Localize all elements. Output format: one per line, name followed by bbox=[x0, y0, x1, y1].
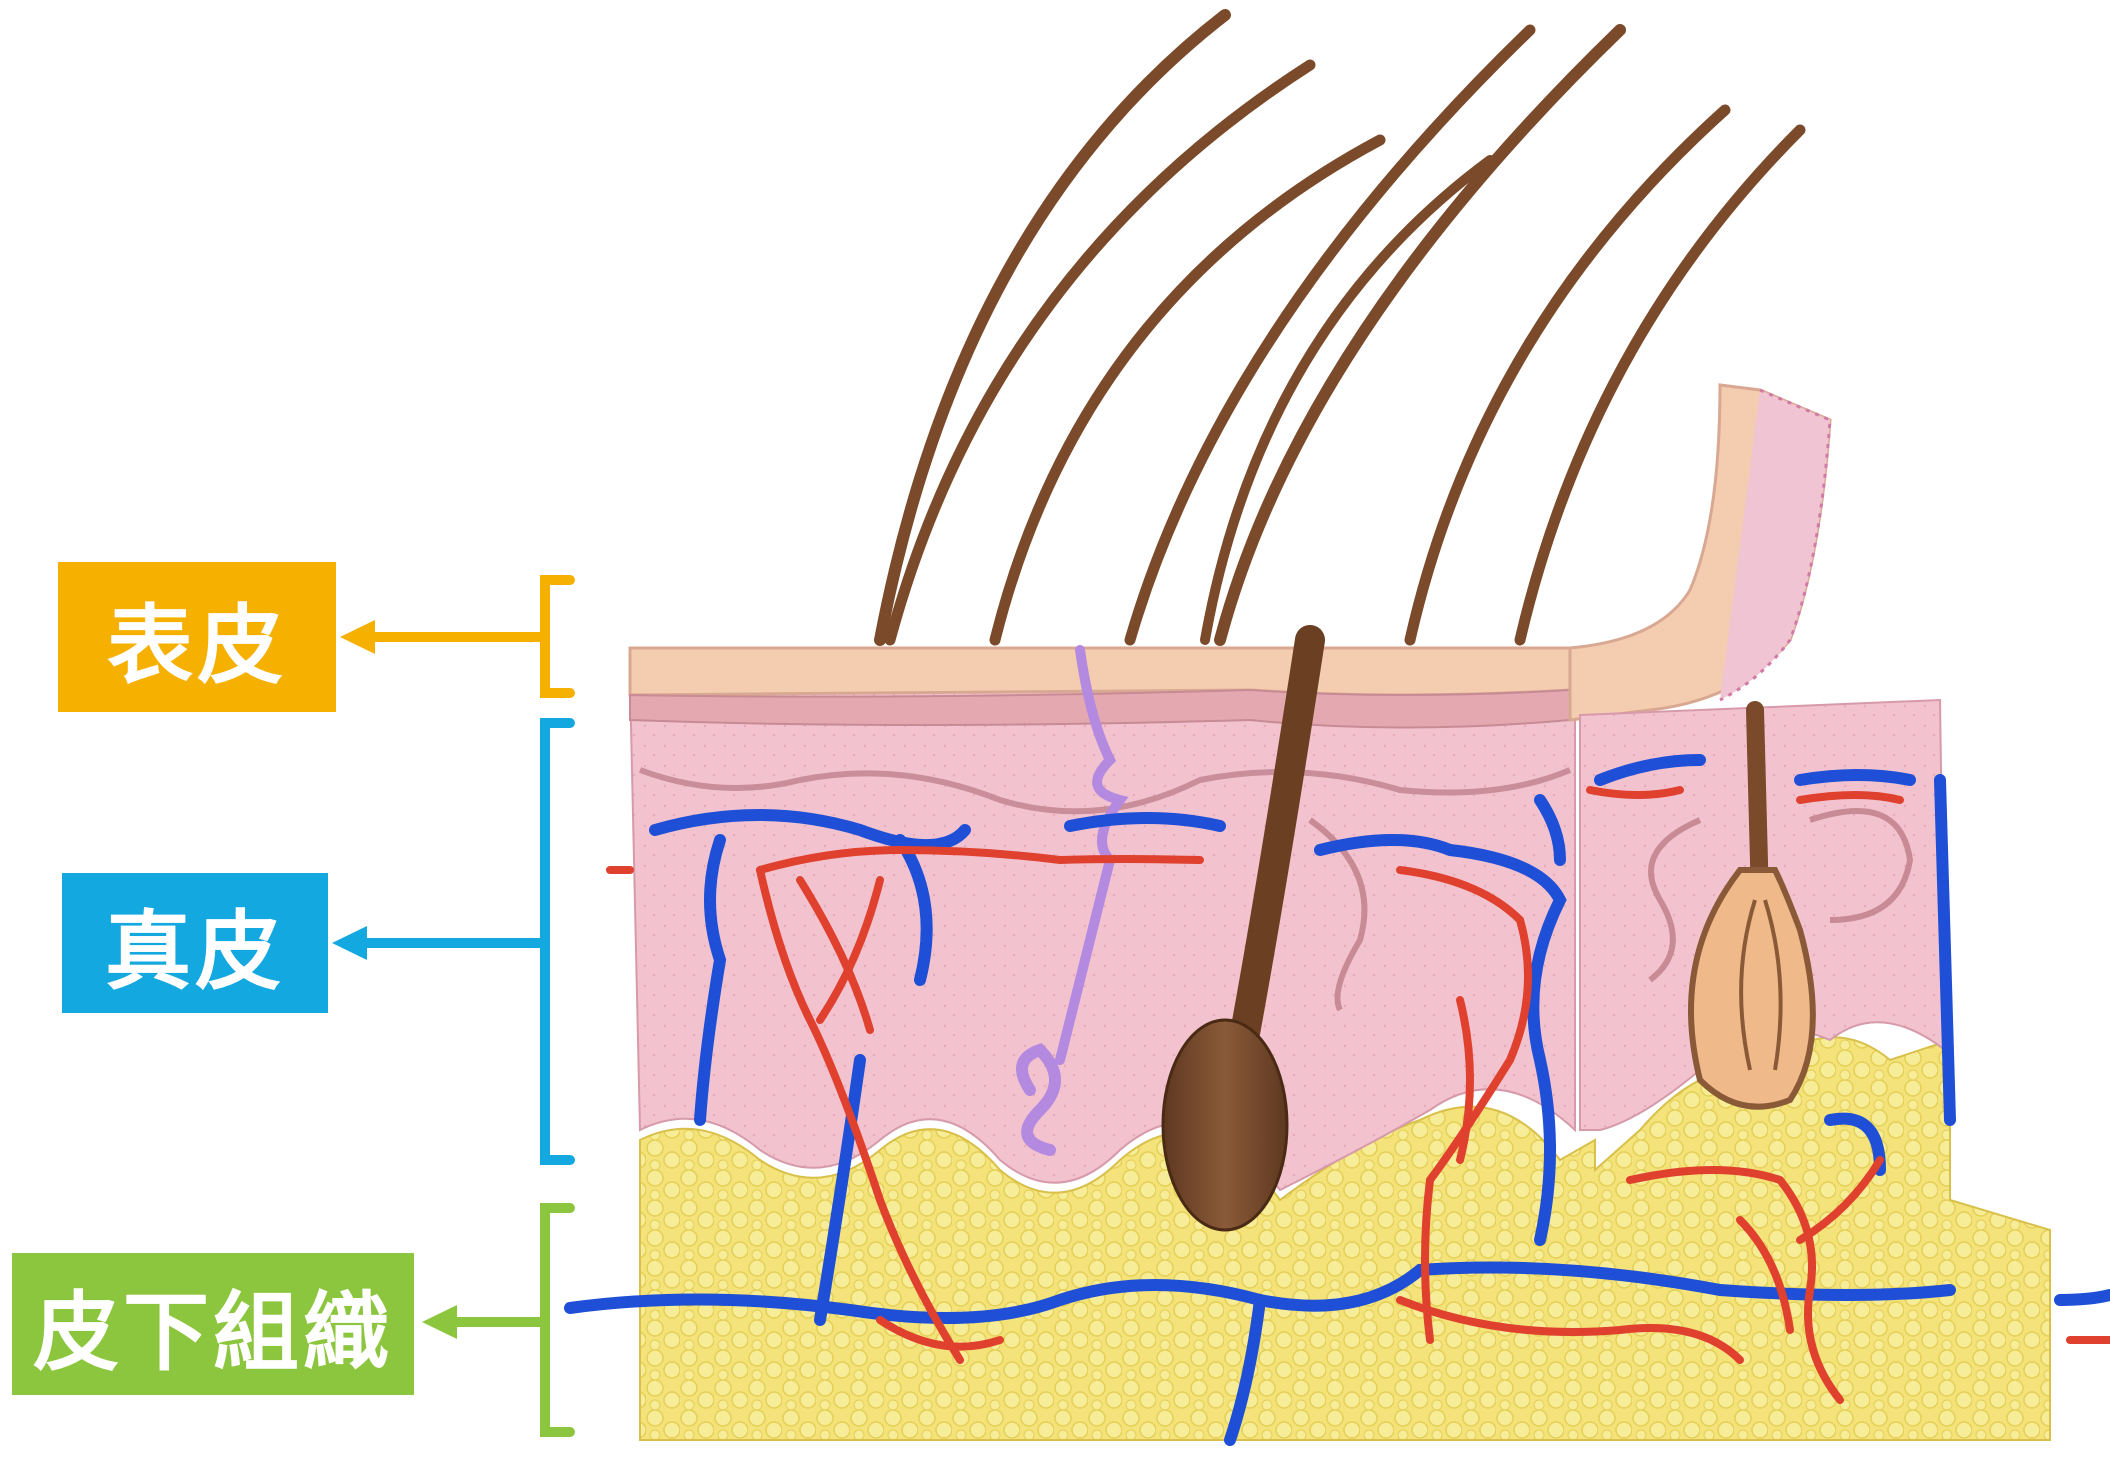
subcutaneous-arrowhead bbox=[422, 1305, 457, 1339]
hair-shafts bbox=[880, 15, 1800, 640]
subcutaneous-tissue-label: 皮下組織 bbox=[12, 1253, 414, 1395]
epidermis-bracket bbox=[362, 580, 570, 693]
dermis-bracket bbox=[355, 723, 570, 1160]
subcutaneous-bracket bbox=[445, 1208, 570, 1432]
epidermis-label: 表皮 bbox=[58, 562, 336, 712]
dermis-label: 真皮 bbox=[62, 873, 328, 1013]
epidermis-arrowhead bbox=[340, 620, 375, 654]
epidermis-layer bbox=[630, 648, 1570, 695]
dermis-arrowhead bbox=[332, 926, 367, 960]
